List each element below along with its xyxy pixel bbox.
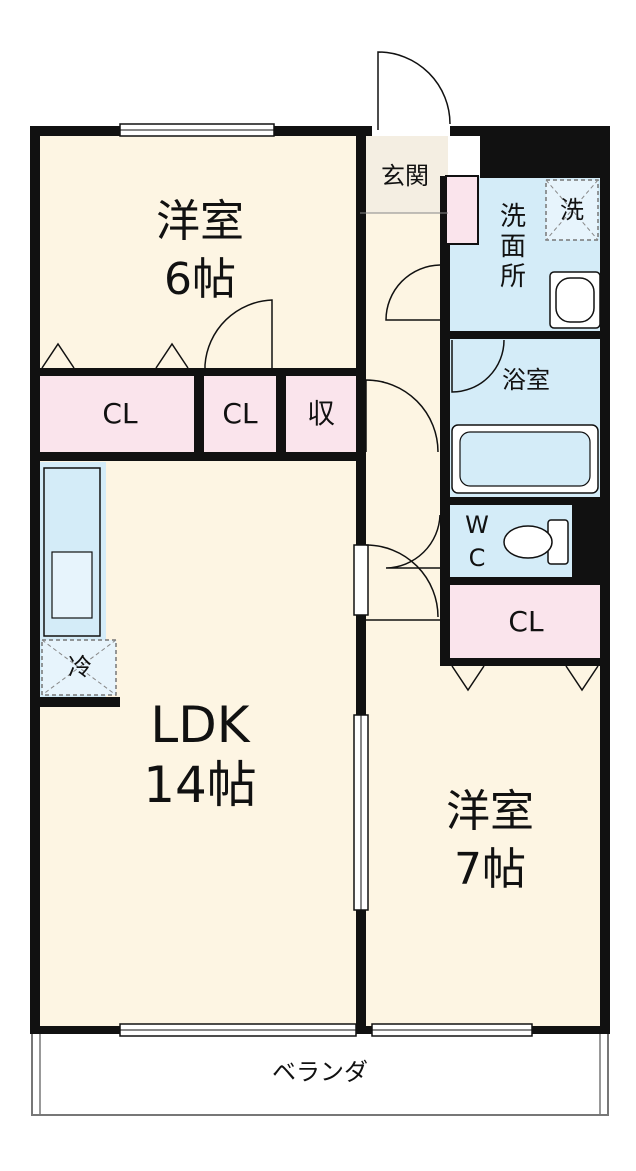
wc-label-w: W	[465, 511, 489, 539]
washer-label: 洗	[560, 196, 584, 224]
bathroom-label: 浴室	[502, 366, 550, 394]
room-size-western-north: 6帖	[164, 254, 236, 305]
closet-3-label: CL	[508, 605, 544, 638]
closet-2-floor	[204, 376, 276, 453]
room-name-western-south: 洋室	[446, 786, 534, 837]
hallway-floor	[360, 133, 448, 1028]
western-room-south-floor	[448, 665, 604, 1028]
balcony-area	[31, 1032, 609, 1116]
entrance-door-swing	[377, 51, 451, 130]
fridge-label: 冷	[68, 653, 92, 681]
room-size-ldk: 14帖	[143, 756, 257, 814]
washroom-label: 洗面所	[499, 202, 526, 292]
storage-label: 収	[306, 397, 335, 430]
closet-1-label: CL	[102, 397, 138, 430]
toilet-bowl	[503, 525, 553, 559]
entrance-floor	[360, 133, 448, 213]
balcony-label: ベランダ	[272, 1058, 368, 1086]
room-name-ldk: LDK	[150, 696, 250, 754]
storage-floor	[286, 376, 356, 453]
wc-label-c: C	[468, 544, 486, 572]
closet-2-label: CL	[222, 397, 258, 430]
room-name-western-north: 洋室	[156, 196, 244, 247]
entrance-label: 玄関	[381, 162, 429, 190]
western-room-north-floor	[38, 133, 360, 373]
room-size-western-south: 7帖	[454, 844, 526, 895]
closet-3-floor	[448, 585, 604, 663]
closet-1-floor	[38, 376, 194, 453]
